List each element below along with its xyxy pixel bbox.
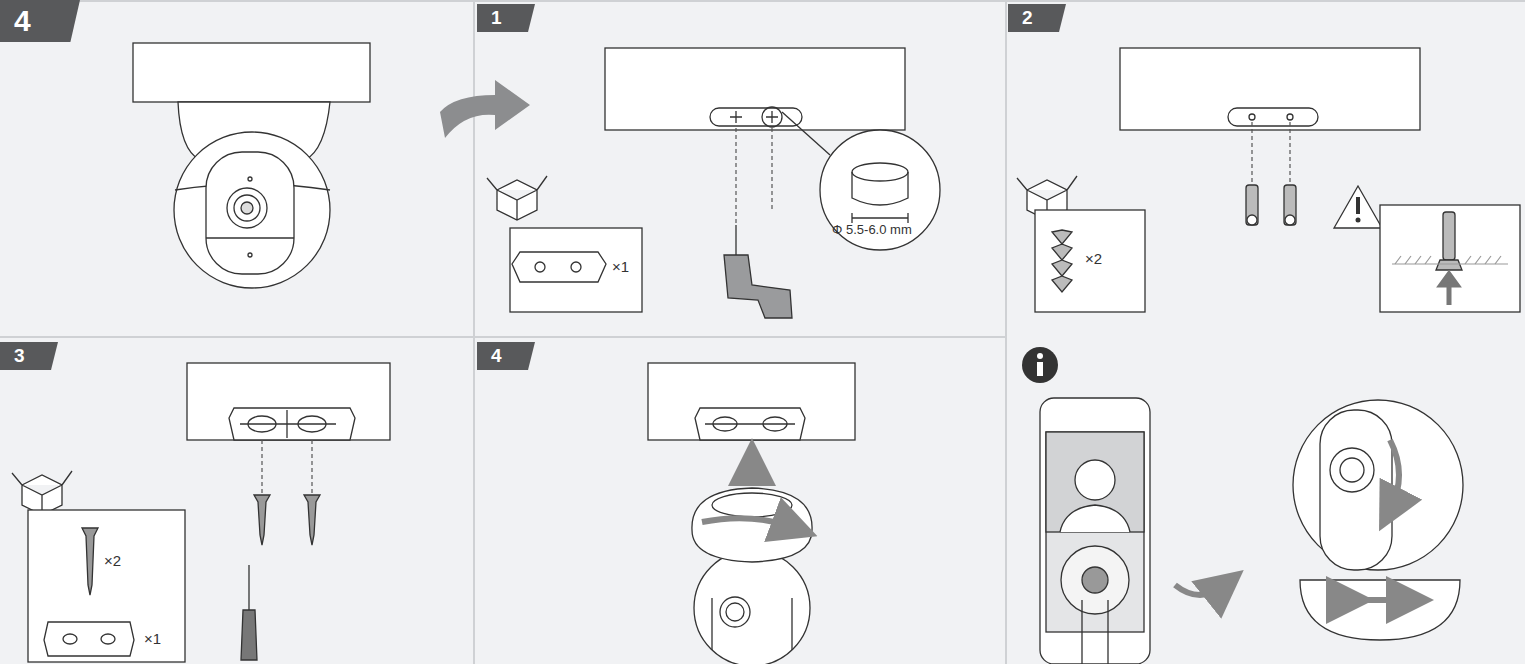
- step-badge: 3: [0, 342, 58, 370]
- step-badge: 4: [0, 0, 80, 42]
- step-badge: 1: [477, 4, 535, 32]
- step-number: 1: [491, 7, 502, 29]
- quantity-label: ×2: [104, 552, 121, 569]
- dimension-label: Φ 5.5-6.0 mm: [832, 222, 912, 237]
- quantity-label: ×1: [144, 630, 161, 647]
- step-number: 4: [14, 4, 31, 38]
- step-number: 4: [491, 345, 502, 367]
- quantity-label: ×1: [612, 258, 629, 275]
- step-badge: 4: [477, 342, 535, 370]
- quantity-label: ×2: [1085, 250, 1102, 267]
- step-badge: 2: [1008, 4, 1066, 32]
- step-number: 3: [14, 345, 25, 367]
- step-number: 2: [1022, 7, 1033, 29]
